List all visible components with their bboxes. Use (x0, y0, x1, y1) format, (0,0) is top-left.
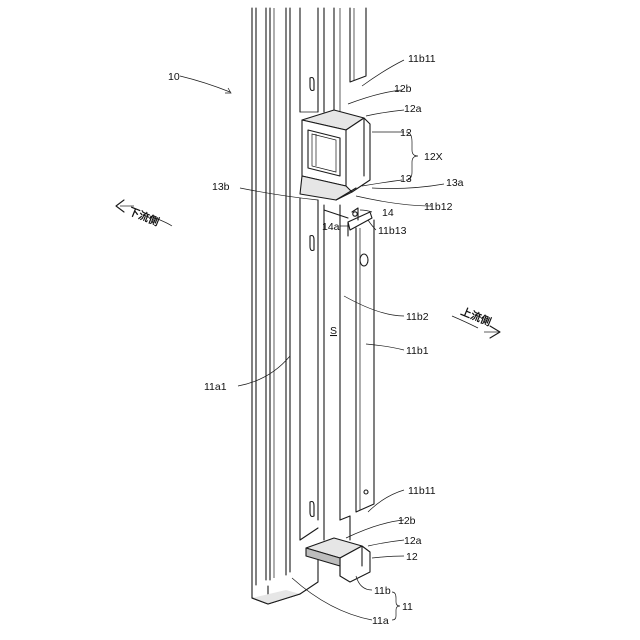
label-11b1: 11b1 (406, 345, 429, 357)
label-upstream: 上流側 (459, 305, 493, 329)
label-11b2: 11b2 (406, 311, 429, 323)
label-13a: 13a (446, 177, 464, 189)
label-11b13: 11b13 (378, 225, 407, 237)
label-14a: 14a (322, 221, 340, 233)
label-13b: 13b (212, 181, 230, 193)
label-10: 10 (168, 71, 180, 83)
label-13: 13 (400, 173, 412, 185)
label-11: 11 (402, 601, 413, 613)
label-14: 14 (382, 207, 394, 219)
label-12a-top: 12a (404, 103, 422, 115)
upper-bracket-12X (300, 110, 370, 200)
label-11a: 11a (372, 615, 389, 627)
long-strip-11b1 (324, 205, 374, 520)
main-rail-11a (252, 8, 318, 604)
label-11b: 11b (374, 585, 391, 597)
label-11b11-bottom: 11b11 (408, 485, 436, 497)
channel-flanges-11b (300, 8, 324, 540)
label-12-top: 12 (400, 127, 412, 139)
lower-strip-11b11 (340, 516, 350, 540)
label-downstream: 下流側 (127, 205, 161, 229)
label-12b-top: 12b (394, 83, 412, 95)
label-12b-bottom: 12b (398, 515, 416, 527)
label-11b11-top: 11b11 (408, 53, 436, 65)
label-12X: 12X (424, 151, 443, 163)
label-12-bottom: 12 (406, 551, 418, 563)
lower-bracket-12 (306, 538, 370, 582)
label-11b12: 11b12 (424, 201, 453, 213)
upper-strip-11b11 (334, 8, 366, 112)
label-12a-bottom: 12a (404, 535, 422, 547)
label-S: S (330, 325, 337, 337)
label-11a1: 11a1 (204, 381, 227, 393)
